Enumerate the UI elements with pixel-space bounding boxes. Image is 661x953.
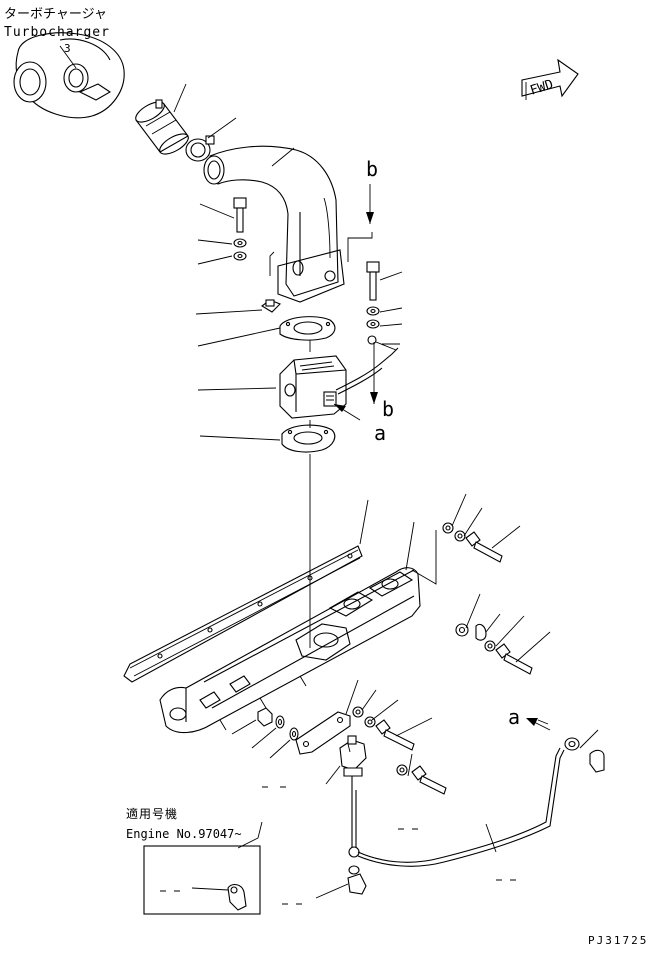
turbocharger-jp-label: ターボチャージャ (4, 7, 107, 22)
air-connector-elbow (203, 145, 345, 303)
part-leader-lines (173, 83, 599, 899)
sensor-unit (339, 735, 367, 790)
bolt-manifold-lower (495, 643, 533, 675)
forward-direction-arrow (521, 58, 579, 100)
ref-b-top-label: b (366, 157, 378, 181)
drawing-number-label: PJ31725 (588, 934, 648, 947)
washers-manifold-upper (442, 522, 466, 542)
hose-end-fitting (564, 737, 605, 773)
turbocharger-part: 3 (13, 32, 125, 119)
bolt-upper-right (366, 261, 380, 301)
ref-a-mid-label: a (374, 421, 386, 445)
ref-b-mid-label: b (382, 397, 394, 421)
nut-lower-left (257, 707, 273, 727)
ref-a-bottom-label: a (508, 705, 520, 729)
washers-bracket (352, 706, 376, 728)
heater-wire (335, 335, 399, 395)
plug-screw (261, 299, 281, 313)
applicability-box (143, 845, 261, 915)
mounting-bracket (295, 711, 351, 755)
applicability-en-label: Engine No.97047~ (126, 827, 242, 841)
elbow-fitting-inset (227, 883, 247, 911)
gasket-lower (281, 424, 336, 453)
intake-hose (135, 99, 189, 155)
gasket-upper (279, 316, 336, 341)
reference-arrows (333, 212, 551, 731)
svg-text:3: 3 (64, 42, 71, 55)
intake-heater-block (279, 355, 347, 419)
washer-bolt-sensor (396, 764, 447, 795)
turbocharger-en-label: Turbocharger (4, 25, 110, 40)
bolt-bracket (375, 719, 415, 751)
intake-manifold (159, 567, 421, 734)
bolt-upper-left (233, 197, 247, 233)
bolt-manifold-upper (465, 531, 503, 563)
applicability-jp-label: 適用号機 (126, 806, 178, 821)
washers-lower-left (275, 715, 299, 741)
assembly-center-lines (269, 184, 549, 753)
hose-clamp (185, 135, 215, 162)
spacer-and-washer-manifold-lower (455, 623, 496, 652)
washers-upper-left (233, 238, 247, 261)
part-number-placeholders (160, 786, 516, 905)
washers-upper-right (366, 306, 380, 329)
sensor-hose (348, 747, 565, 867)
fwd-label: FWD (528, 77, 555, 99)
elbow-fitting-lower (347, 865, 367, 895)
